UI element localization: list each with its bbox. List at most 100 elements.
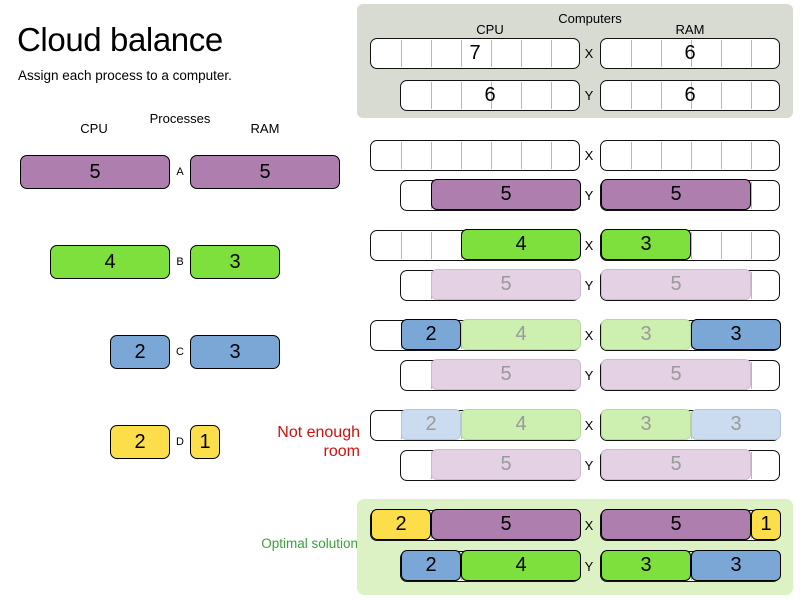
process-ram-header: RAM [250,121,280,136]
track-gridline [661,40,662,67]
step-optimal-y-ram-segment[interactable]: 3 [691,550,781,582]
track-gridline [751,182,752,209]
process-a-ram-value: 5 [259,160,271,183]
segment-value: 3 [640,554,652,577]
computer-x-ram-capacity-track[interactable]: 6 [600,38,780,69]
step-assign-c-y-cpu-segment[interactable]: 5 [431,359,581,391]
step-assign-d-x-ram-segment[interactable]: 3 [601,409,691,441]
step-assign-b-y-ram-segment[interactable]: 5 [601,269,751,301]
track-gridline [431,82,432,109]
segment-value: 3 [730,323,742,346]
step-assign-c-y-ram-segment[interactable]: 5 [601,359,751,391]
page-subtitle: Assign each process to a computer. [18,68,232,83]
process-c-cpu-bar[interactable]: 2 [110,335,170,369]
step-assign-c-x-ram-segment[interactable]: 3 [691,319,781,351]
step-assign-b-x-cpu-track[interactable]: 4 [370,229,581,261]
step-assign-c-x-cpu-segment[interactable]: 2 [401,319,461,351]
track-gridline [661,142,662,169]
track-gridline [751,40,752,67]
step-assign-c-x-ram-segment[interactable]: 3 [601,319,691,351]
step-assign-a-x-cpu-track[interactable] [370,140,580,171]
step-assign-c-x-label: X [584,328,594,343]
step-assign-b-y-cpu-segment[interactable]: 5 [431,269,581,301]
step-assign-b-x-ram-segment[interactable]: 3 [601,229,691,261]
process-d-ram-bar[interactable]: 1 [190,425,220,459]
step-assign-d-y-cpu-track[interactable]: 5 [400,449,581,481]
process-a-cpu-bar[interactable]: 5 [20,155,170,189]
track-gridline [431,232,432,259]
segment-value: 4 [515,233,527,256]
track-gridline [631,40,632,67]
step-assign-a-y-cpu-track[interactable]: 5 [400,179,581,211]
step-optimal-y-cpu-segment[interactable]: 4 [461,550,581,582]
segment-value: 3 [730,413,742,436]
process-c-label: C [176,346,184,358]
step-assign-c-y-cpu-track[interactable]: 5 [400,359,581,391]
computer-y-cpu-capacity-value: 6 [484,84,496,106]
page-title: Cloud balance [17,21,223,58]
process-d-cpu-value: 2 [134,430,146,453]
computer-x-cpu-capacity-track[interactable]: 7 [370,38,580,69]
step-assign-a-y-cpu-segment[interactable]: 5 [431,179,581,211]
track-gridline [631,142,632,169]
process-d-cpu-bar[interactable]: 2 [110,425,170,459]
step-optimal-x-ram-segment[interactable]: 5 [601,509,751,541]
process-b-cpu-bar[interactable]: 4 [50,245,170,279]
step-optimal-x-label: X [584,518,594,533]
track-gridline [461,40,462,67]
step-assign-d-y-ram-track[interactable]: 5 [600,449,780,481]
track-gridline [491,142,492,169]
process-b-ram-bar[interactable]: 3 [190,245,280,279]
step-assign-d-y-ram-segment[interactable]: 5 [601,449,751,481]
track-gridline [401,232,402,259]
segment-value: 2 [395,513,407,536]
step-assign-d-x-cpu-segment[interactable]: 2 [401,409,461,441]
process-c-cpu-value: 2 [134,340,146,363]
computer-y-ram-capacity-track[interactable]: 6 [600,80,780,111]
segment-value: 5 [670,273,682,296]
process-a-cpu-value: 5 [89,160,101,183]
step-assign-c-x-cpu-segment[interactable]: 4 [461,319,581,351]
step-assign-a-x-label: X [584,148,594,163]
segment-value: 5 [500,513,512,536]
step-assign-b-x-ram-track[interactable]: 3 [600,229,780,261]
step-optimal-x-cpu-segment[interactable]: 2 [371,509,431,541]
track-gridline [691,142,692,169]
step-optimal-x-cpu-segment[interactable]: 5 [431,509,581,541]
step-optimal-x-ram-segment[interactable]: 1 [751,509,781,541]
step-assign-d-x-cpu-segment[interactable]: 4 [461,409,581,441]
step-assign-d-x-ram-segment[interactable]: 3 [691,409,781,441]
step-assign-a-x-ram-track[interactable] [600,140,780,171]
track-gridline [661,82,662,109]
track-gridline [521,142,522,169]
process-a-ram-bar[interactable]: 5 [190,155,340,189]
step-assign-a-y-ram-track[interactable]: 5 [600,179,780,211]
step-assign-a-y-ram-segment[interactable]: 5 [601,179,751,211]
step-optimal-y-cpu-segment[interactable]: 2 [401,550,461,582]
step-optimal-y-ram-segment[interactable]: 3 [601,550,691,582]
step-assign-d-y-cpu-segment[interactable]: 5 [431,449,581,481]
step-assign-b-y-cpu-track[interactable]: 5 [400,269,581,301]
computer-y-cpu-capacity-track[interactable]: 6 [400,80,580,111]
segment-value: 5 [500,273,512,296]
track-gridline [521,40,522,67]
track-gridline [751,452,752,479]
segment-value: 5 [500,183,512,206]
computer-x-label-capacity: X [584,46,594,61]
step-assign-b-x-label: X [584,238,594,253]
step-assign-b-y-ram-track[interactable]: 5 [600,269,780,301]
track-gridline [691,232,692,259]
step-assign-b-x-cpu-segment[interactable]: 4 [461,229,581,261]
process-c-ram-bar[interactable]: 3 [190,335,280,369]
track-gridline [721,40,722,67]
process-b-ram-value: 3 [229,250,241,273]
step-assign-c-y-ram-track[interactable]: 5 [600,359,780,391]
